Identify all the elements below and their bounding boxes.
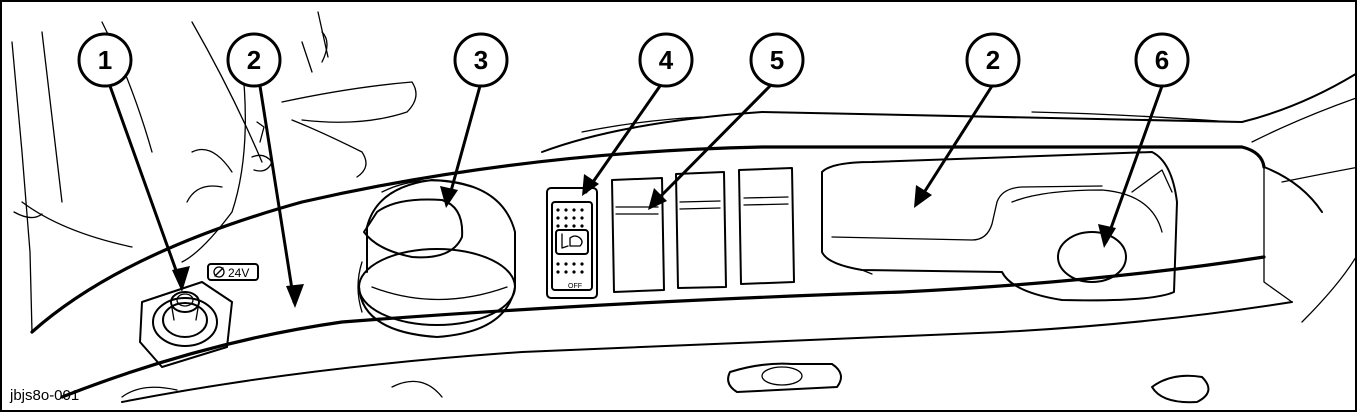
leader-lines: [108, 84, 1164, 304]
dash-top-lines: [541, 73, 1355, 323]
callout-number: 3: [474, 45, 488, 75]
callout-number: 6: [1155, 45, 1169, 75]
callout-2-left: 2: [226, 32, 282, 88]
voltage-label-plate: 24V: [207, 263, 259, 281]
callout-number: 2: [986, 45, 1000, 75]
rocker-switch: OFF: [546, 187, 598, 299]
switch-dots-bottom: [556, 262, 584, 274]
callout-5: 5: [749, 32, 805, 88]
leader-arrowheads: [172, 174, 1116, 308]
callout-4: 4: [638, 32, 694, 88]
cab-background-lines: [11, 11, 417, 333]
callout-2-right: 2: [965, 32, 1021, 88]
callout-number: 5: [770, 45, 784, 75]
callout-6: 6: [1134, 32, 1190, 88]
cup-holder: [1011, 189, 1163, 283]
lower-console-details: [121, 362, 1210, 404]
power-socket: [139, 281, 233, 368]
callout-1: 1: [77, 32, 133, 88]
switch-dots-top: [556, 208, 584, 228]
voltage-label: 24V: [228, 266, 249, 280]
figure-id: jbjs8o-001: [10, 387, 80, 404]
switch-off-mark: OFF: [568, 283, 582, 290]
callout-3: 3: [453, 32, 509, 88]
blank-switch-positions: [611, 167, 795, 293]
console-body: [30, 145, 1323, 403]
storage-tray: [821, 151, 1178, 302]
rotary-knob: [357, 179, 516, 338]
callout-number: 1: [98, 45, 112, 75]
callout-number: 4: [659, 45, 674, 75]
callout-number: 2: [247, 45, 261, 75]
